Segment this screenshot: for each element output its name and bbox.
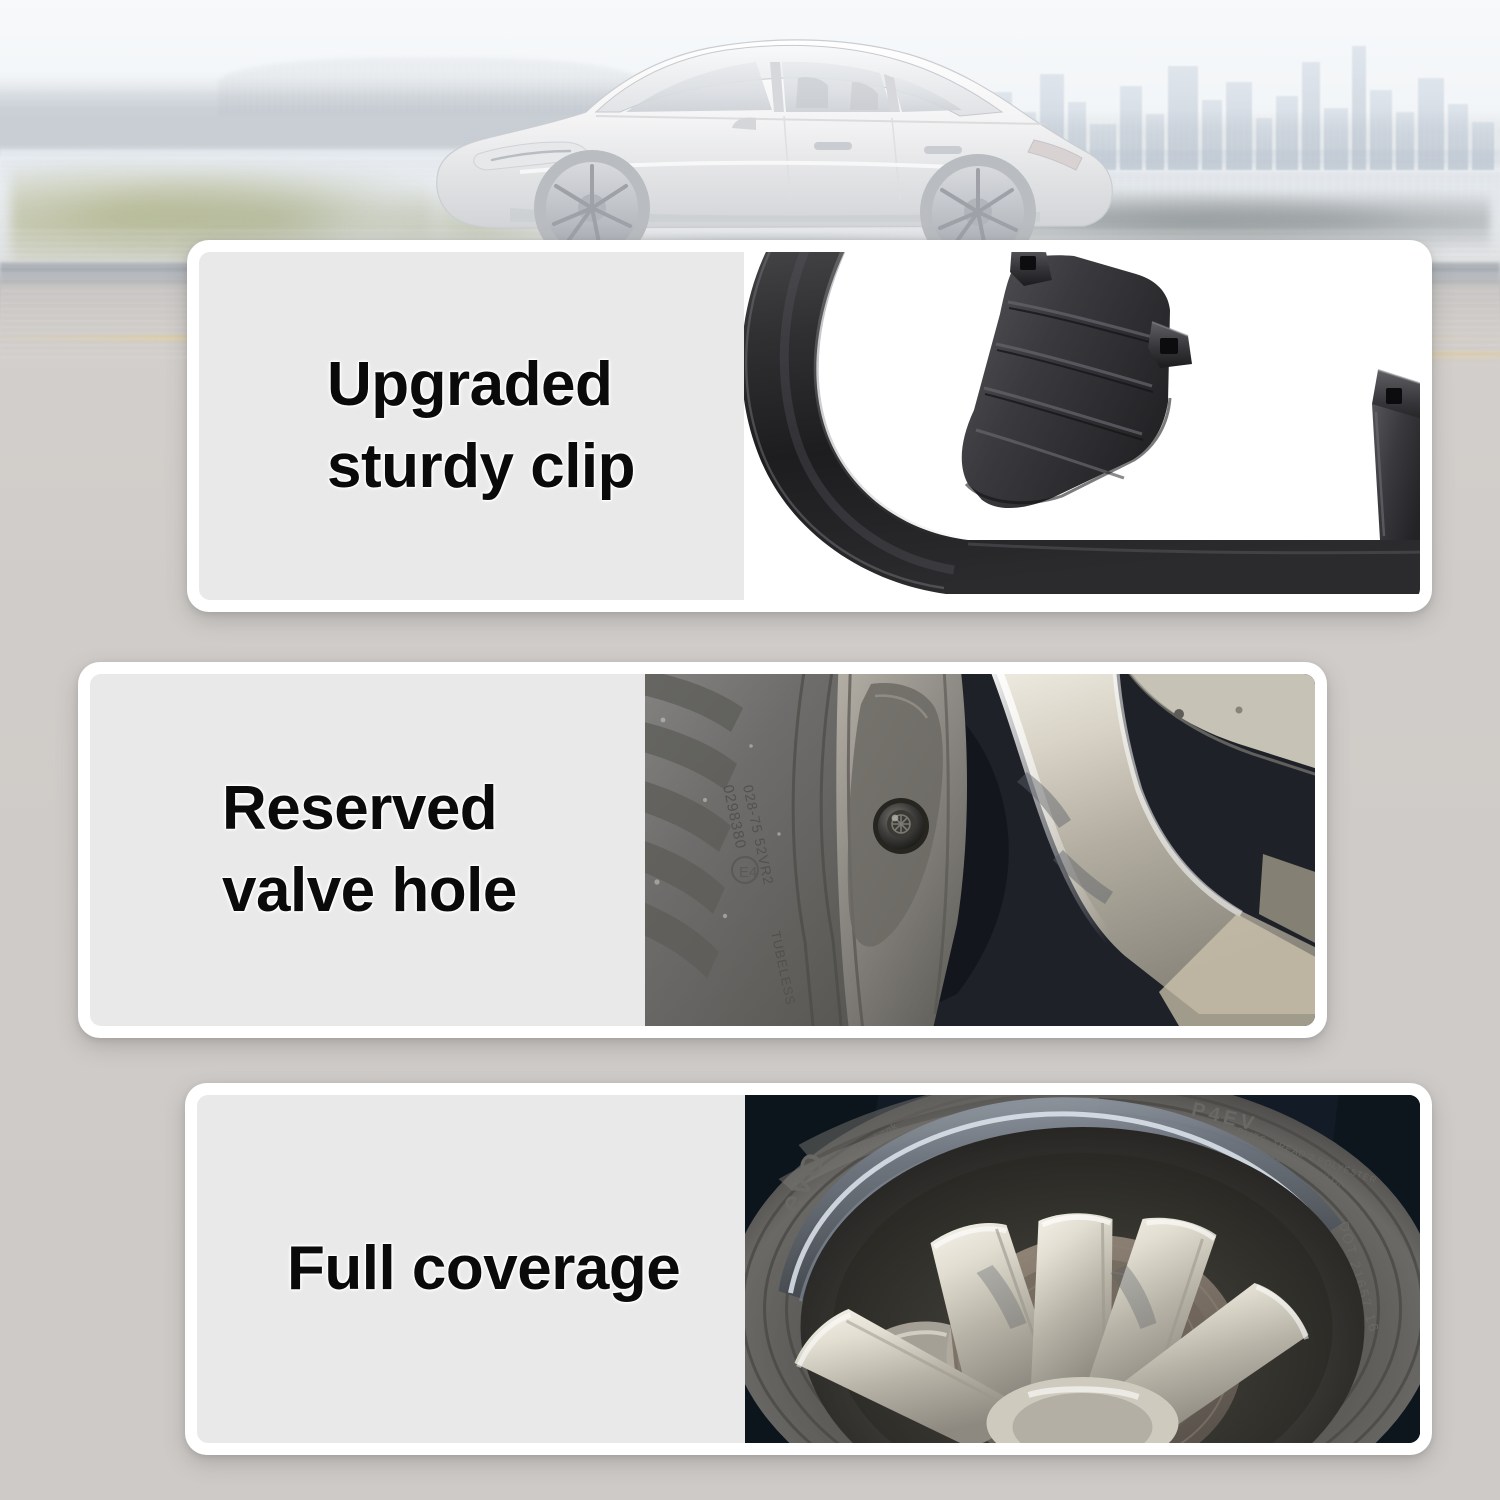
card-inner: Upgraded sturdy clip <box>199 252 1420 600</box>
feature-card-upgraded-sturdy-clip: Upgraded sturdy clip <box>187 240 1432 612</box>
card-title: Reserved valve hole <box>222 773 517 925</box>
wheel-cover-clip-photo <box>744 252 1420 600</box>
card-text-panel: Upgraded sturdy clip <box>199 252 744 600</box>
feature-card-full-coverage: Full coverage <box>185 1083 1432 1455</box>
full-wheel-coverage-photo: P4EV MAX LOAD 710 kg (1565 lbs) MAX PRES… <box>745 1095 1420 1443</box>
card-text-panel: Full coverage <box>197 1095 745 1443</box>
card-inner: Full coverage <box>197 1095 1420 1443</box>
card-title: Upgraded sturdy clip <box>327 349 636 501</box>
wheel-valve-hole-photo: 0298380 028-75 52VR2 TUBELESS E4 <box>645 674 1315 1026</box>
white-sedan-car-icon <box>400 20 1120 270</box>
card-inner: Reserved valve hole <box>90 674 1315 1026</box>
card-title: Full coverage <box>287 1233 681 1303</box>
feature-card-reserved-valve-hole: Reserved valve hole <box>78 662 1327 1038</box>
card-text-panel: Reserved valve hole <box>90 674 645 1026</box>
svg-text:E4: E4 <box>739 864 757 881</box>
forest-band-left-secondary-icon <box>220 58 640 116</box>
